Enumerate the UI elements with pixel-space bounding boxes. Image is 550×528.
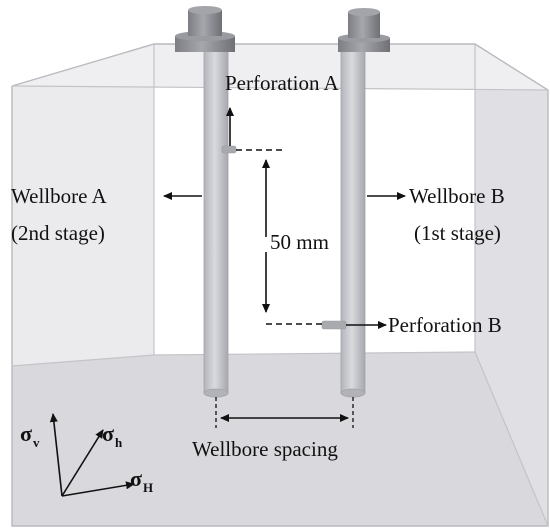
wellbore-b-cap-top: [348, 8, 380, 16]
sigma-h-max-axis: [61, 481, 135, 497]
block-edge-bottom-diag: [474, 351, 549, 527]
wellbore-b-pipe: [340, 47, 366, 394]
annotations: Perforation A 50 mm Perforation B Wellbo…: [11, 71, 505, 461]
wellbore-b: [321, 8, 390, 398]
block-back-face: [12, 44, 154, 366]
wellbore-a-cap-top: [188, 6, 222, 14]
wellbore-b-cap: [348, 12, 380, 38]
distance-label: 50 mm: [270, 230, 329, 254]
perforation-b-stub: [321, 320, 347, 330]
stress-axes: σv σh σH: [20, 413, 153, 497]
block-right-face: [475, 44, 548, 526]
block-bottom-face: [12, 352, 548, 526]
perforation-a-stub: [221, 145, 237, 154]
perforation-b-label: Perforation B: [388, 313, 502, 337]
wellbore-b-pipe-bottom: [340, 388, 366, 398]
wellbore-a-pipe: [203, 47, 229, 394]
perforation-a-label: Perforation A: [225, 71, 340, 95]
block-top-face: [12, 44, 548, 90]
wellbore-a: [175, 6, 237, 398]
wellbore-a-pipe-bottom: [203, 388, 229, 398]
sigma-h-min-label: σh: [102, 421, 123, 450]
wellbore-b-label-line1: Wellbore B: [409, 184, 505, 208]
sigma-h-min-axis: [61, 429, 104, 497]
wellbore-a-label-line2: (2nd stage): [11, 221, 105, 245]
wellbore-a-label-line1: Wellbore A: [11, 184, 108, 208]
block-edge-top-front: [11, 85, 549, 91]
wellbore-a-cap: [188, 10, 222, 36]
rock-block: [11, 43, 549, 527]
sigma-h-max-label: σH: [130, 466, 153, 495]
block-edge-bottom-left: [11, 354, 155, 367]
wellbore-b-label-line2: (1st stage): [414, 221, 501, 245]
sigma-v-axis: [49, 413, 63, 497]
wellbore-spacing-label: Wellbore spacing: [192, 437, 338, 461]
sigma-v-label: σv: [20, 421, 40, 450]
